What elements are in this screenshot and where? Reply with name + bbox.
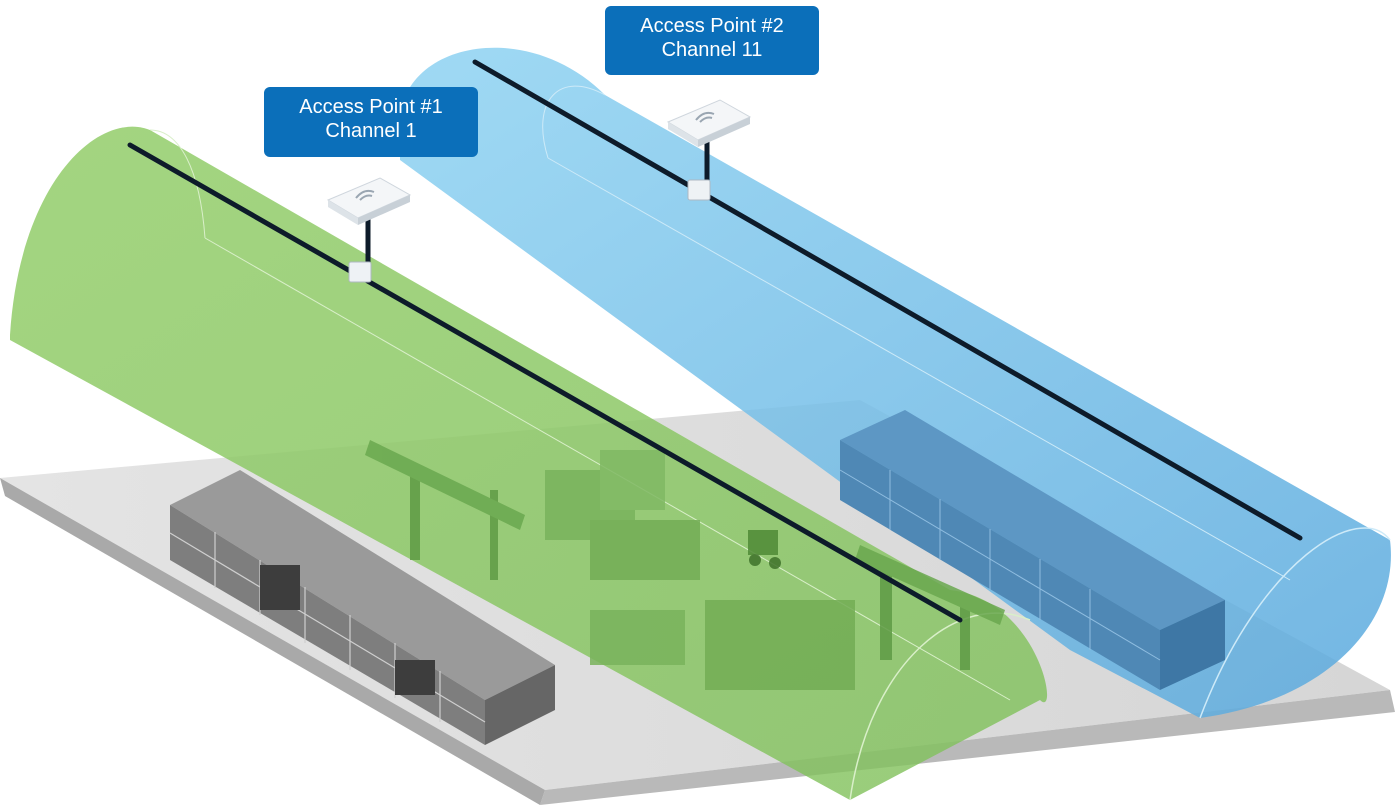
wifi-access-point-icon	[666, 99, 752, 185]
container-block	[590, 520, 700, 580]
container-block	[600, 450, 665, 510]
ap1-name: Access Point #1	[299, 96, 443, 118]
ap2-channel: Channel 11	[661, 39, 763, 61]
forklift-icon	[748, 530, 781, 569]
gantry-crane-icon	[365, 440, 525, 580]
ap1-label: Access Point #1 Channel 1	[264, 87, 478, 157]
coverage-zone-ap2	[400, 47, 1391, 719]
gantry-crane-icon	[855, 545, 1005, 670]
wifi-access-point-icon	[326, 177, 412, 268]
container-stack-blue	[839, 410, 1225, 690]
cable-junction-icon	[687, 179, 711, 201]
equipment-in-green-zone	[365, 440, 1005, 690]
container-block	[705, 600, 855, 690]
ap2-label: Access Point #2 Channel 11	[605, 6, 819, 75]
ap2-name: Access Point #2	[640, 15, 784, 37]
cable-ap2	[472, 59, 1303, 541]
container-block	[590, 610, 685, 665]
cable-ap1	[127, 142, 963, 623]
cable-junction-icon	[348, 261, 372, 283]
container-stack-gray	[169, 470, 555, 745]
ap1-channel: Channel 1	[325, 120, 417, 142]
